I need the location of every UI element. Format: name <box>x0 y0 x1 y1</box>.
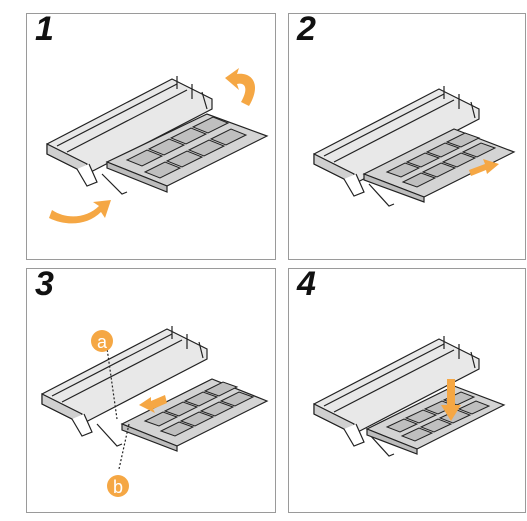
memory-slot-illustration: a b <box>41 326 269 497</box>
insert-arrow-icon <box>139 395 167 413</box>
step-number: 4 <box>297 265 316 303</box>
memory-slot-illustration <box>46 68 269 224</box>
svg-text:b: b <box>113 477 123 497</box>
step-panel-3: 3 a <box>26 265 276 513</box>
svg-text:a: a <box>97 332 108 352</box>
step-number: 3 <box>35 265 54 303</box>
step-number: 2 <box>297 10 316 48</box>
step-panel-1: 1 <box>26 10 276 260</box>
step-number: 1 <box>35 10 54 48</box>
step-panel-2: 2 <box>288 10 526 260</box>
memory-slot-illustration <box>313 336 506 457</box>
callout-a: a <box>91 330 113 352</box>
memory-slot-illustration <box>313 86 516 207</box>
callout-b: b <box>107 475 129 497</box>
rotate-arrow-icon <box>225 68 256 106</box>
press-arrow-icon <box>441 379 461 421</box>
step-panel-4: 4 <box>288 265 526 513</box>
rotate-arrow-icon <box>49 200 111 224</box>
slide-arrow-icon <box>469 159 499 176</box>
